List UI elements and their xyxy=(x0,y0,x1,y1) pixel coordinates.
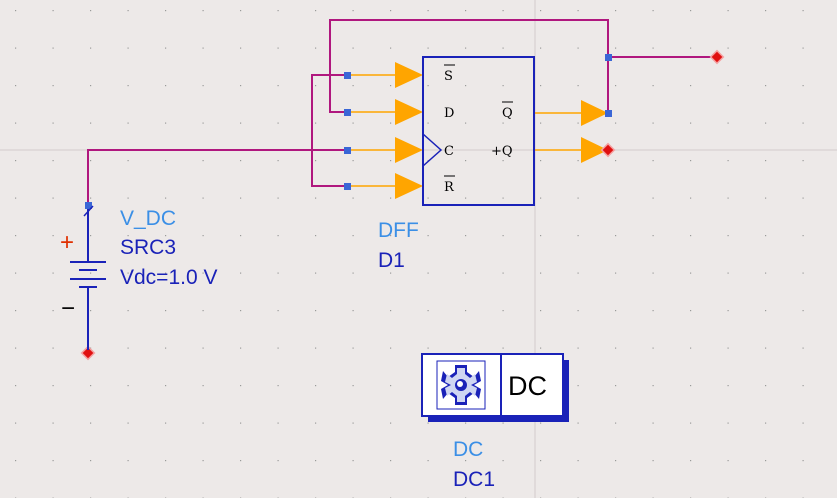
buffer-clock xyxy=(395,137,423,163)
vdc-type-label: V_DC xyxy=(120,207,176,230)
vdc-param-label: Vdc=1.0 V xyxy=(120,266,217,289)
vdc-plus-sign: + xyxy=(60,229,74,256)
pin-label-data: D xyxy=(444,106,454,121)
buffer-set xyxy=(395,62,423,88)
port-markers xyxy=(80,49,725,361)
dff-instance-label: D1 xyxy=(378,249,405,272)
dff-type-label: DFF xyxy=(378,219,419,242)
pin-dot-vdc-plus xyxy=(85,202,92,209)
vdc-source[interactable] xyxy=(70,205,106,350)
pin-dot-clock xyxy=(344,147,351,154)
clock-triangle xyxy=(422,133,443,167)
vdc-minus-sign: − xyxy=(61,295,75,322)
buffer-data xyxy=(395,99,423,125)
buffer-q xyxy=(581,137,608,163)
port-marker-qbar[interactable] xyxy=(709,49,725,65)
dc-instance-label: DC1 xyxy=(453,468,495,491)
buffer-reset xyxy=(395,173,423,199)
pin-label-q: +Q xyxy=(491,144,513,159)
vdc-instance-label: SRC3 xyxy=(120,236,176,259)
gear-icon xyxy=(436,360,486,410)
pin-dot-data xyxy=(344,109,351,116)
pin-dot-reset xyxy=(344,183,351,190)
pin-dot-set xyxy=(344,72,351,79)
pin-label-clock: C xyxy=(444,144,454,159)
pin-label-set: S xyxy=(444,69,453,84)
port-marker-vdc-minus[interactable] xyxy=(80,345,96,361)
buffer-qbar xyxy=(581,100,608,126)
dc-sim-controller[interactable]: DC xyxy=(421,353,569,422)
pin-dots xyxy=(85,54,612,209)
wire-set-reset[interactable] xyxy=(311,74,347,187)
dc-type-label: DC xyxy=(453,438,483,461)
wire-vdc-to-clock[interactable] xyxy=(87,149,347,205)
pin-dot-qbar xyxy=(605,110,612,117)
dff-component[interactable]: S D C R Q +Q xyxy=(350,56,608,206)
pin-label-qbar: Q xyxy=(502,106,513,121)
dc-block-label: DC xyxy=(508,371,547,401)
port-marker-q[interactable] xyxy=(600,142,616,158)
wire-feedback-qbar-to-d[interactable] xyxy=(329,19,609,113)
pin-label-reset: R xyxy=(444,180,455,195)
dff-body xyxy=(422,56,535,206)
wires xyxy=(87,19,717,205)
pin-dot-wire-junction xyxy=(605,54,612,61)
